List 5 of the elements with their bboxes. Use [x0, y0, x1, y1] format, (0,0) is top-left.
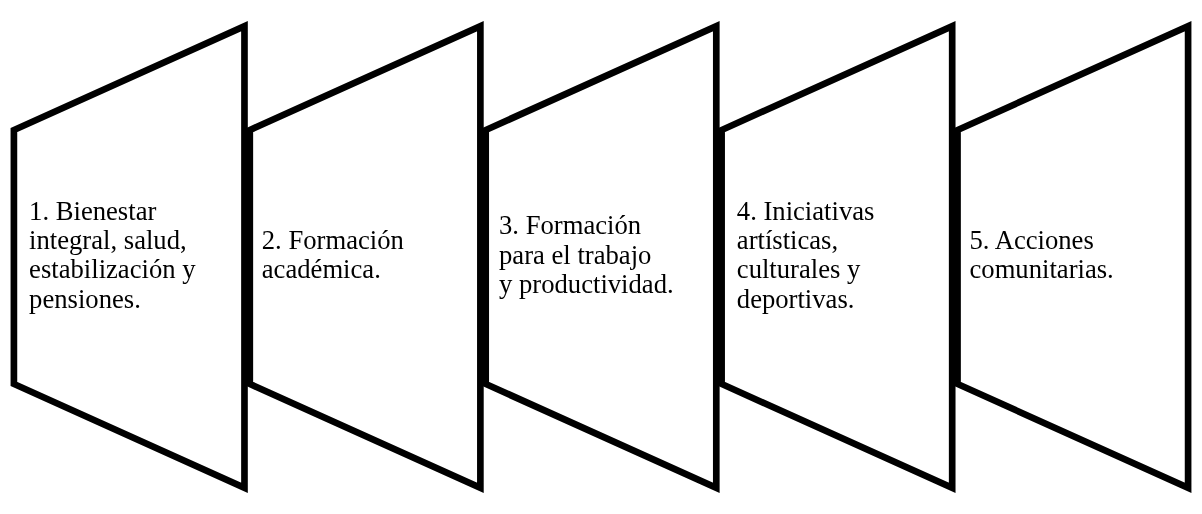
node-box: 2. Formación académica.: [246, 21, 484, 493]
node-box: 1. Bienestar integral, salud, estabilización y pensiones.: [10, 21, 248, 493]
node-box: 3. Formación para el trabajo y productividad.: [482, 21, 720, 493]
node-box: 4. Iniciativas artísticas, culturales y deportivas.: [718, 21, 956, 493]
node-box: 5. Acciones comunitarias.: [954, 21, 1192, 493]
